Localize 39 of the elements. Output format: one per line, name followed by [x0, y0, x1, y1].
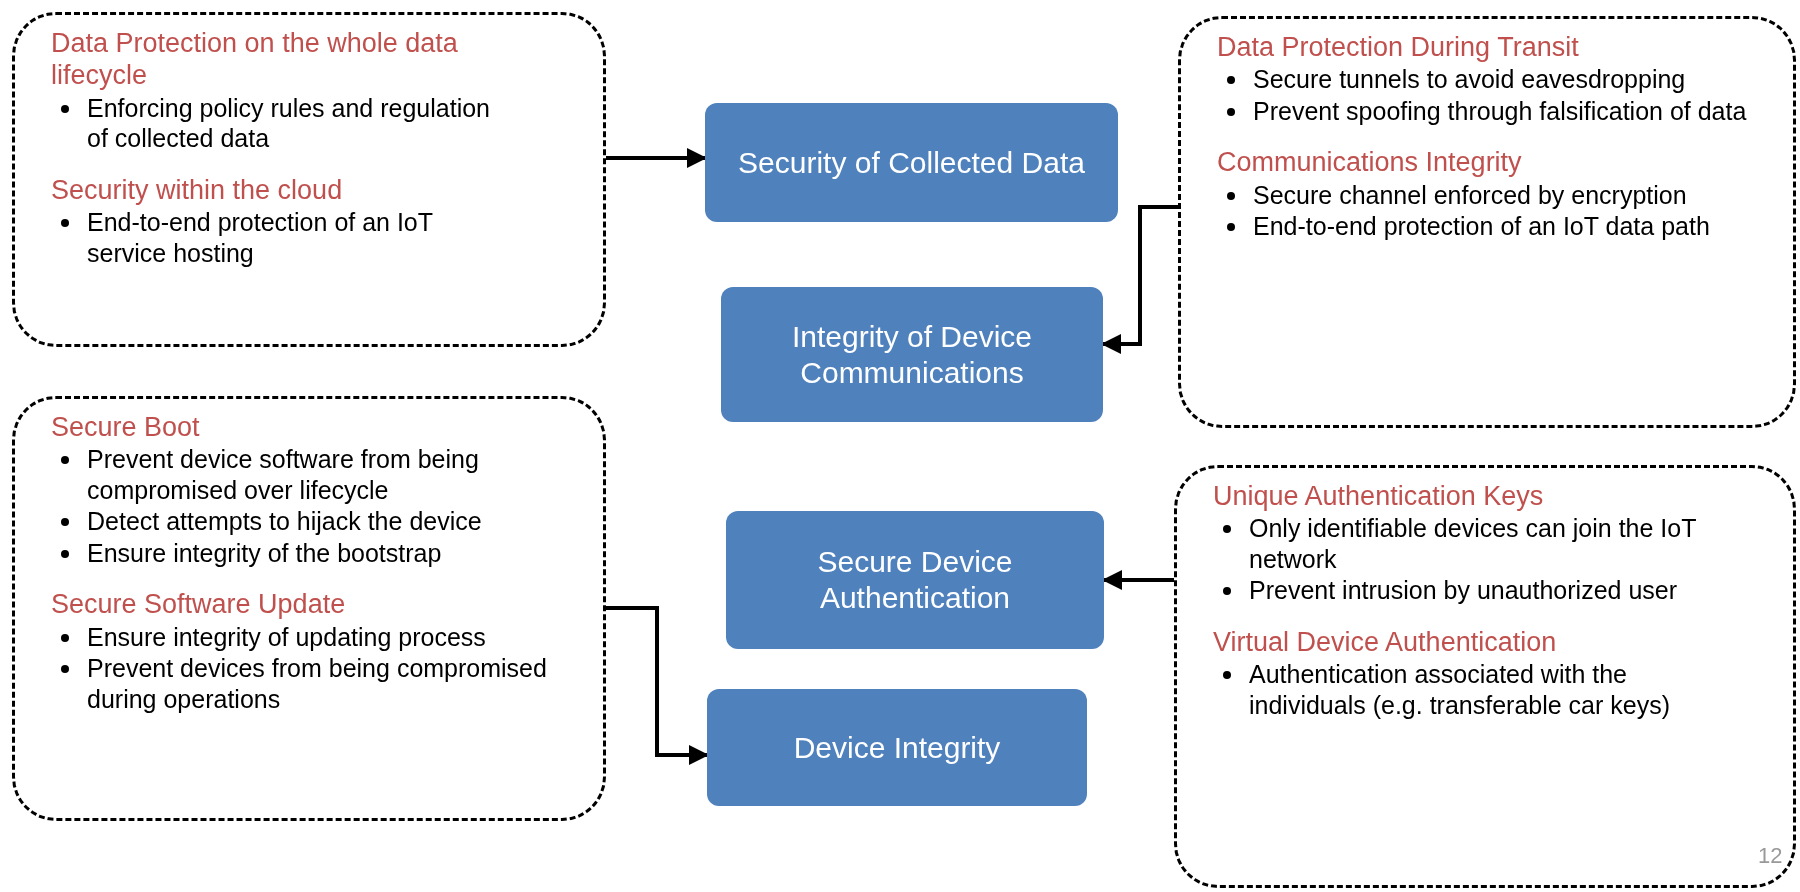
section-heading: Secure Software Update: [51, 588, 347, 621]
section-heading: Secure Boot: [51, 411, 201, 444]
page-number: 12: [1758, 843, 1783, 869]
bullet-item: Prevent device software from being compromised over lifecycle: [87, 445, 479, 504]
bullet-item: Only identifiable devices can join the IoT network: [1249, 514, 1697, 573]
bullet-item: Ensure integrity of the bootstrap: [87, 538, 442, 567]
dashed-group-box: [1174, 465, 1796, 888]
bullet-item: Enforcing policy rules and regulation of collected data: [87, 93, 490, 153]
process-box: [726, 511, 1104, 649]
section-heading: Unique Authentication Keys: [1213, 480, 1545, 513]
arrow: [1101, 205, 1178, 354]
box-title: Device Integrity: [793, 729, 1001, 766]
arrow: [606, 606, 709, 765]
section-heading: Security within the cloud: [51, 173, 344, 207]
bullet-item: Secure channel enforced by encryption: [1253, 180, 1687, 209]
box-title: Integrity of Device Communications: [790, 318, 1034, 391]
section-heading: Data Protection During Transit: [1217, 31, 1580, 64]
dashed-group-box: [12, 396, 606, 821]
bullet-item: End-to-end protection of an IoT service hosting: [87, 208, 433, 267]
process-box: [705, 103, 1118, 222]
arrow: [1102, 570, 1174, 590]
process-box: [721, 287, 1103, 422]
section-heading: Data Protection on the whole data lifecycle: [51, 27, 459, 92]
box-title: Secure Device Authentication: [816, 544, 1014, 616]
dashed-group-box: [12, 12, 606, 347]
bullet-item: Secure tunnels to avoid eavesdropping: [1253, 65, 1686, 94]
box-title: Security of Collected Data: [738, 144, 1085, 181]
bullet-item: Prevent spoofing through falsification of data: [1253, 96, 1747, 125]
section-heading: Communications Integrity: [1217, 146, 1523, 179]
bullet-item: End-to-end protection of an IoT data path: [1253, 212, 1710, 241]
bullet-item: Prevent devices from being compromised during operations: [87, 654, 547, 713]
arrow: [606, 148, 707, 168]
bullet-item: Authentication associated with the individuals (e.g. transferable car keys): [1249, 660, 1671, 719]
bullet-item: Ensure integrity of updating process: [87, 622, 486, 651]
bullet-item: Detect attempts to hijack the device: [87, 507, 482, 536]
bullet-item: Prevent intrusion by unauthorized user: [1249, 576, 1678, 605]
section-heading: Virtual Device Authentication: [1213, 625, 1558, 659]
process-box: [707, 689, 1087, 806]
dashed-group-box: [1178, 16, 1796, 428]
